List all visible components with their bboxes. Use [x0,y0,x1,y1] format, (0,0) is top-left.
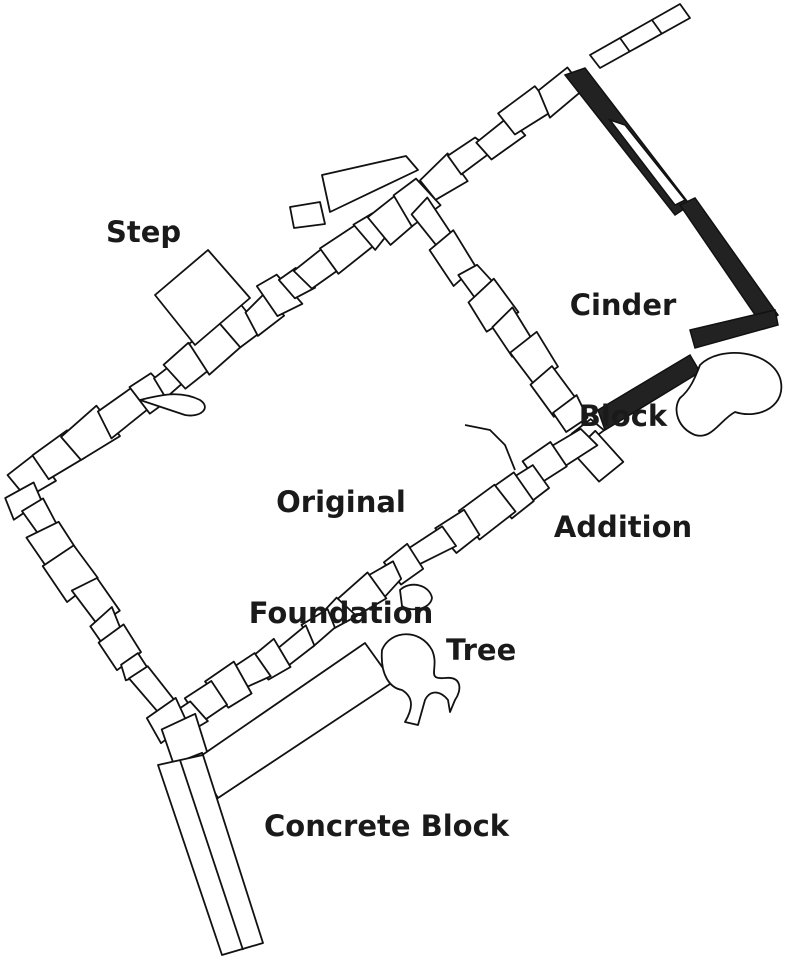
foundation-stone [145,697,189,745]
cinder-line-3: Addition [553,510,693,544]
step-label: Step [106,215,182,249]
concrete-block-strip [157,754,264,956]
foundation-stone [4,481,43,521]
cinder-line-2: Block [578,399,668,433]
original-line-1: Original [276,485,406,519]
foundation-stone [244,291,286,337]
concrete-block-label: Concrete Block [264,809,510,843]
slab [321,155,419,213]
original-line-2: Foundation [248,596,434,630]
foundation-stone [552,394,589,433]
cinder-block-addition-label: Cinder Block Addition [548,213,698,583]
top-right-blocks [589,3,691,69]
foundation-stone [392,177,442,228]
original-foundation-label: Original Foundation [236,410,446,669]
features [139,3,783,956]
foundation-stone [277,266,317,300]
step-outline [154,249,251,346]
cinder-line-1: Cinder [569,288,677,322]
cinder-block-walls [563,67,780,432]
tree-outline-east [675,352,783,437]
foundation-stone [434,508,481,554]
foundation-walls [4,66,625,780]
tree-outline [380,633,461,726]
foundation-stone [204,660,253,709]
tree-label: Tree [446,633,517,667]
foundation-stone [255,273,304,318]
small-block [289,201,326,229]
